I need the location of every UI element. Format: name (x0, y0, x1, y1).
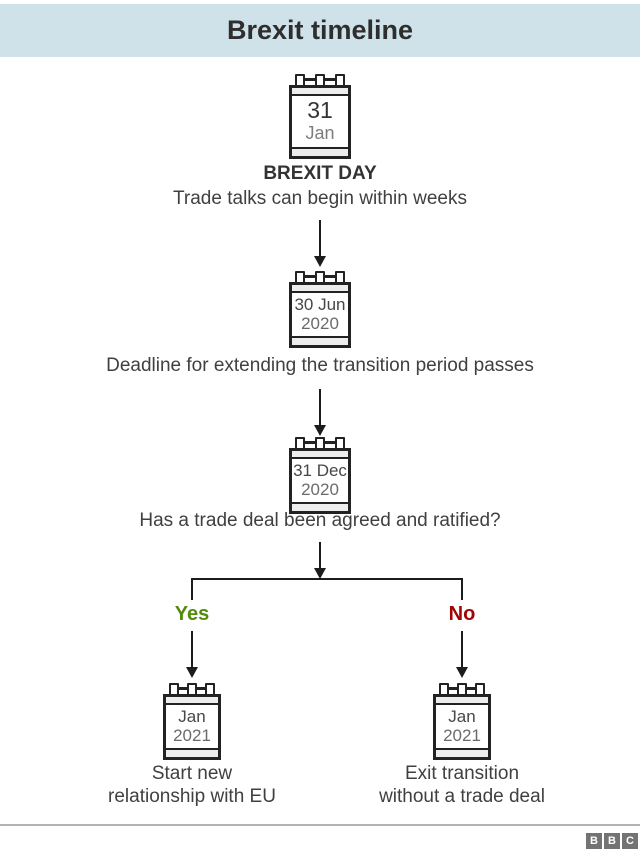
calendar-header-band (292, 88, 348, 96)
calendar-icon-30-jun-2020: 30 Jun 2020 (289, 271, 351, 348)
yes-outcome-caption: Start new relationship with EU (67, 762, 317, 808)
calendar-date-day: 31 (307, 97, 333, 123)
bbc-logo-block: B (586, 833, 602, 849)
calendar-header-band (436, 697, 488, 705)
calendar-date-year: 2021 (443, 726, 481, 745)
bbc-logo-block: B (604, 833, 620, 849)
calendar-date-year: 2020 (301, 480, 339, 499)
calendar-footer-band (166, 748, 218, 757)
calendar-body: Jan 2021 (163, 694, 221, 760)
no-outcome-caption: Exit transition without a trade deal (337, 762, 587, 808)
arrow-line (461, 631, 463, 668)
arrow-line (191, 631, 193, 668)
step1-caption: Trade talks can begin within weeks (173, 188, 467, 209)
footer-divider (0, 824, 640, 826)
calendar-footer-band (436, 748, 488, 757)
header-band: Brexit timeline (0, 4, 640, 57)
page-title: Brexit timeline (226, 15, 414, 45)
calendar-date-day: 31 Dec (293, 461, 347, 480)
arrow-head-icon (456, 667, 468, 678)
branch-label-yes: Yes (174, 603, 210, 625)
bbc-logo-block: C (622, 833, 638, 849)
step3-caption: Has a trade deal been agreed and ratifie… (139, 510, 501, 531)
calendar-date-year: 2020 (301, 314, 339, 333)
calendar-footer-band (292, 336, 348, 345)
no-outcome-line2: without a trade deal (379, 786, 545, 807)
arrow-line (319, 542, 321, 569)
calendar-body: 31 Dec 2020 (289, 448, 351, 514)
calendar-icon-jan-2021-yes: Jan 2021 (163, 683, 221, 760)
arrow-line (319, 220, 321, 257)
no-outcome-line1: Exit transition (404, 763, 520, 784)
calendar-header-band (166, 697, 218, 705)
arrow-head-icon (186, 667, 198, 678)
arrow-line (319, 389, 321, 426)
yes-outcome-line1: Start new (151, 763, 233, 784)
calendar-header-band (292, 451, 348, 459)
calendar-rings (433, 683, 491, 699)
calendar-body: 30 Jun 2020 (289, 282, 351, 348)
calendar-footer-band (292, 147, 348, 156)
arrow-head-icon (314, 425, 326, 436)
branch-stub-left (191, 578, 193, 600)
calendar-date-month: Jan (178, 707, 206, 726)
calendar-date-year: 2021 (173, 726, 211, 745)
calendar-date-month: Jan (305, 123, 335, 143)
calendar-footer-band (292, 502, 348, 511)
calendar-date-day: 30 Jun (294, 295, 346, 314)
arrow-head-icon (314, 568, 326, 579)
branch-stub-right (461, 578, 463, 600)
arrow-head-icon (314, 256, 326, 267)
calendar-body: 31 Jan (289, 85, 351, 159)
step1-heading: BREXIT DAY (263, 163, 377, 184)
calendar-date-month: Jan (448, 707, 476, 726)
calendar-icon-31-jan: 31 Jan (289, 74, 351, 159)
calendar-header-band (292, 285, 348, 293)
yes-outcome-line2: relationship with EU (108, 786, 276, 807)
calendar-icon-jan-2021-no: Jan 2021 (433, 683, 491, 760)
calendar-icon-31-dec-2020: 31 Dec 2020 (289, 437, 351, 514)
branch-label-no: No (448, 603, 476, 625)
branch-horizontal-line (191, 578, 463, 580)
calendar-body: Jan 2021 (433, 694, 491, 760)
step2-caption: Deadline for extending the transition pe… (106, 355, 534, 376)
